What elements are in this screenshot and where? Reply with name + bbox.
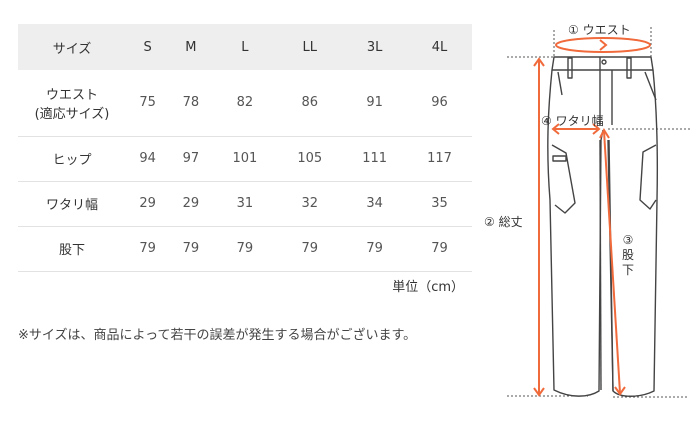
size-table: サイズ S M L LL 3L 4L ウエスト (適応サイズ) 75 78 82… (18, 24, 472, 272)
diagram-label-waist: ① ウエスト (568, 23, 631, 37)
cell-inseam-s: 79 (139, 241, 156, 256)
size-header-l: L (241, 39, 249, 55)
cell-waist-m: 78 (182, 95, 200, 111)
size-header-ll: LL (302, 39, 318, 55)
table-row-waist: ウエスト (適応サイズ) 75 78 82 86 91 96 (18, 70, 472, 136)
diagram-label-inseam-num: ③ (622, 233, 634, 247)
cell-waist-3l: 91 (366, 95, 383, 111)
row-label-inseam: 股下 (58, 243, 85, 258)
cell-inseam-m: 79 (182, 241, 200, 256)
size-header-label: サイズ (52, 41, 92, 57)
cell-inseam-l: 79 (236, 241, 254, 256)
cell-inseam-4l: 79 (431, 241, 448, 256)
row-label-waist-line2: (適応サイズ) (34, 106, 110, 122)
cell-hip-m: 97 (182, 151, 200, 166)
cell-thigh-ll: 32 (301, 196, 319, 211)
cell-waist-s: 75 (139, 95, 156, 111)
cell-hip-ll: 105 (297, 151, 323, 166)
cell-thigh-s: 29 (139, 196, 156, 211)
cell-waist-l: 82 (236, 95, 254, 111)
diagram-label-thigh-width: ④ ワタリ幅 (541, 114, 604, 128)
pants-measurement-diagram: ① ウエスト ④ ワタリ幅 ② 総丈 ③ 股 下 (480, 0, 700, 432)
diagram-label-inseam: ③ 股 下 (621, 233, 635, 278)
cell-thigh-4l: 35 (431, 196, 448, 211)
cell-inseam-3l: 79 (366, 241, 383, 256)
size-header-s: S (143, 39, 152, 55)
cell-hip-4l: 117 (427, 151, 452, 166)
size-header-3l: 3L (366, 39, 383, 55)
cell-inseam-ll: 79 (301, 241, 319, 256)
table-row-hip: ヒップ 94 97 101 105 111 117 (18, 136, 472, 181)
diagram-label-total-length: ② 総丈 (484, 215, 523, 229)
row-label-waist: ウエスト (適応サイズ) (18, 70, 126, 136)
row-label-thigh: ワタリ幅 (45, 198, 98, 213)
size-disclaimer-note: ※サイズは、商品によって若干の誤差が発生する場合がございます。 (18, 328, 417, 343)
row-label-waist-line1: ウエスト (45, 87, 98, 103)
cell-hip-l: 101 (232, 151, 258, 166)
cell-hip-3l: 111 (362, 151, 388, 166)
cell-thigh-3l: 34 (366, 196, 383, 211)
size-header-row: サイズ S M L LL 3L 4L (18, 24, 472, 70)
diagram-label-inseam-char2: 下 (621, 263, 634, 277)
cell-hip-s: 94 (139, 151, 156, 166)
row-label-hip: ヒップ (52, 153, 92, 168)
cell-thigh-l: 31 (236, 196, 254, 211)
unit-label: 単位（cm） (392, 280, 464, 295)
cell-thigh-m: 29 (182, 196, 200, 211)
diagram-label-inseam-char1: 股 (621, 248, 634, 262)
size-header-4l: 4L (431, 39, 448, 55)
table-row-inseam: 股下 79 79 79 79 79 79 (18, 226, 472, 271)
cell-waist-ll: 86 (301, 95, 319, 111)
table-row-thigh: ワタリ幅 29 29 31 32 34 35 (18, 181, 472, 226)
size-header-m: M (185, 39, 197, 55)
cell-waist-4l: 96 (431, 95, 448, 111)
pants-illustration-icon (507, 27, 690, 398)
